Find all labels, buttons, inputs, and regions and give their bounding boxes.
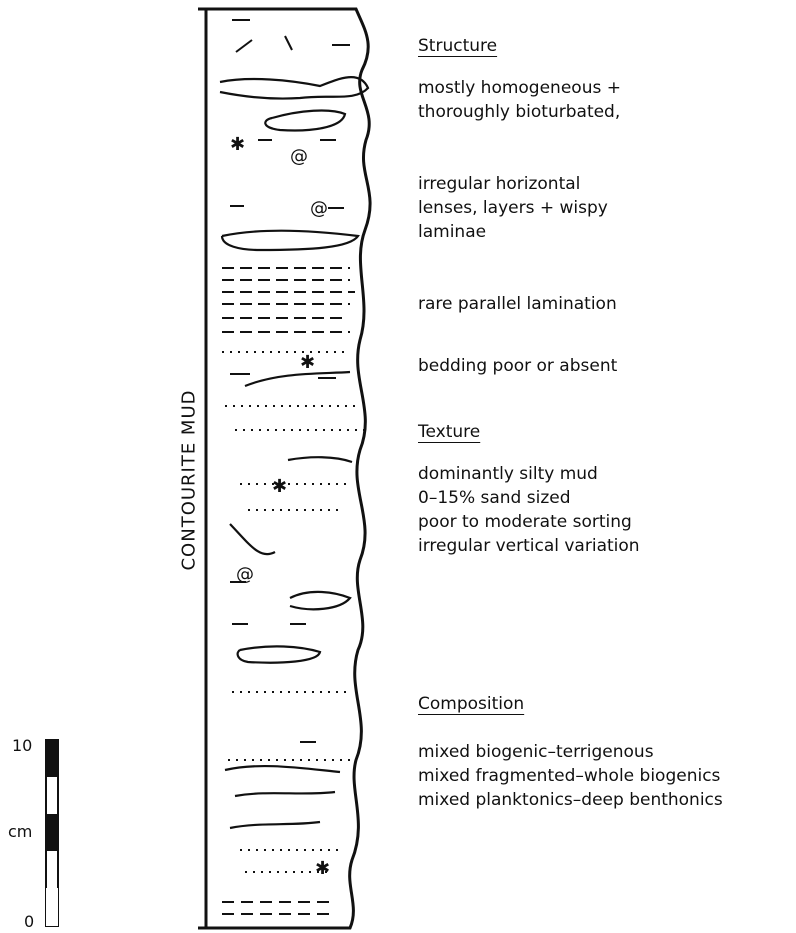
scale-bar [46,740,58,926]
structure-line: rare parallel lamination [418,296,617,313]
sand-lenses [220,77,368,828]
composition-line: mixed biogenic–terrigenous [418,744,654,761]
structure-line: lenses, layers + wispy [418,200,608,217]
composition-line: mixed fragmented–whole biogenics [418,768,720,785]
structure-line: irregular horizontal [418,176,580,193]
texture-line: poor to moderate sorting [418,514,632,531]
contourite-mud-label: CONTOURITE MUD [179,389,200,570]
structure-line: mostly homogeneous + [418,80,621,97]
svg-text:✱: ✱ [300,352,315,373]
texture-line: dominantly silty mud [418,466,598,483]
structure-line: thoroughly bioturbated, [418,104,620,121]
texture-line: irregular vertical variation [418,538,640,555]
structure-line: laminae [418,224,486,241]
svg-text:✱: ✱ [230,134,245,155]
svg-text:@: @ [290,146,308,167]
composition-heading: Composition [418,696,524,713]
structure-heading: Structure [418,38,497,55]
column-outline [198,9,370,928]
svg-text:✱: ✱ [315,858,330,879]
scale-bottom-label: 0 [24,912,34,931]
texture-heading: Texture [418,424,480,441]
scale-unit-label: cm [8,822,32,841]
svg-text:@: @ [310,198,328,219]
svg-text:✱: ✱ [272,476,287,497]
structure-line: bedding poor or absent [418,358,617,375]
composition-line: mixed planktonics–deep benthonics [418,792,723,809]
svg-text:@: @ [236,564,254,585]
scale-top-label: 10 [12,736,32,755]
texture-line: 0–15% sand sized [418,490,571,507]
